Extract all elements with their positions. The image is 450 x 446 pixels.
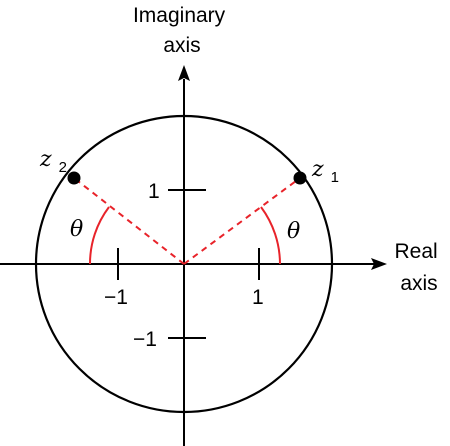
point-z2 [67, 171, 81, 185]
point-label-z2-sub: 2 [59, 159, 67, 176]
angle-arc-right [260, 206, 281, 265]
point-z1 [293, 171, 307, 185]
imaginary-axis-label: Imaginary axis [133, 4, 231, 57]
theta-label-right: θ [287, 219, 300, 244]
imaginary-axis-label-line2: axis [163, 34, 200, 57]
angle-arc-left [88, 206, 110, 265]
point-label-z2: z 2 [39, 147, 67, 176]
real-axis-label: Real axis [394, 240, 443, 295]
point-label-z1: z 1 [311, 157, 339, 186]
real-axis-label-line1: Real [394, 240, 437, 263]
tick-label-y-neg-1: −1 [133, 328, 157, 351]
tick-label-y-pos-1: 1 [148, 180, 160, 203]
imaginary-axis-label-line1: Imaginary [133, 4, 226, 27]
real-axis-label-line2: axis [400, 272, 437, 295]
tick-label-x-pos-1: 1 [252, 286, 264, 309]
point-label-z1-base: z [311, 157, 324, 182]
imaginary-axis-arrowhead [178, 65, 190, 81]
ray-to-z2 [73, 177, 185, 265]
tick-label-x-neg-1: −1 [104, 286, 128, 309]
real-axis-arrowhead [371, 258, 387, 270]
point-label-z2-base: z [39, 147, 52, 172]
ray-to-z1 [183, 177, 301, 265]
theta-label-left: θ [70, 217, 83, 242]
point-label-z1-sub: 1 [331, 169, 339, 186]
